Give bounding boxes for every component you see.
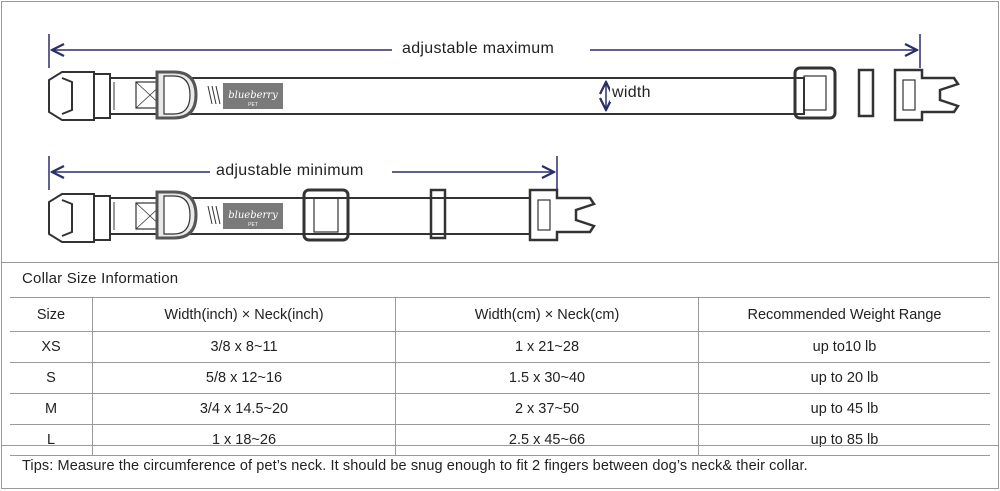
inch-cell: 3/4 x 14.5~20 bbox=[92, 393, 396, 425]
weight-cell: up to 20 lb bbox=[698, 362, 990, 394]
collar-size-title: Collar Size Information bbox=[22, 270, 179, 287]
brand-name-min: blueberry bbox=[228, 210, 278, 221]
table-row: XS 3/8 x 8~11 1 x 21~28 up to10 lb bbox=[10, 331, 990, 363]
weight-cell: up to 85 lb bbox=[698, 424, 990, 456]
max-male-buckle bbox=[893, 68, 960, 122]
brand-tag-min: blueberry PET bbox=[228, 210, 278, 228]
min-female-buckle bbox=[48, 193, 95, 243]
header-width-inch: Width(inch) × Neck(inch) bbox=[92, 297, 396, 332]
brand-sub-min: PET bbox=[248, 222, 258, 228]
collar-maximum bbox=[48, 34, 960, 122]
header-weight-range: Recommended Weight Range bbox=[698, 297, 990, 332]
header-width-cm: Width(cm) × Neck(cm) bbox=[395, 297, 699, 332]
brand-name-max: blueberry bbox=[228, 90, 278, 101]
cm-cell: 2 x 37~50 bbox=[395, 393, 699, 425]
width-label: width bbox=[610, 84, 653, 102]
inch-cell: 3/8 x 8~11 bbox=[92, 331, 396, 363]
inch-cell: 5/8 x 12~16 bbox=[92, 362, 396, 394]
tips-text: Tips: Measure the circumference of pet’s… bbox=[22, 458, 808, 474]
table-row: S 5/8 x 12~16 1.5 x 30~40 up to 20 lb bbox=[10, 362, 990, 394]
weight-cell: up to10 lb bbox=[698, 331, 990, 363]
min-male-buckle bbox=[528, 188, 596, 242]
size-cell: M bbox=[10, 393, 93, 425]
cm-cell: 1 x 21~28 bbox=[395, 331, 699, 363]
adjustable-minimum-label: adjustable minimum bbox=[210, 162, 370, 180]
table-row: M 3/4 x 14.5~20 2 x 37~50 up to 45 lb bbox=[10, 393, 990, 425]
header-size: Size bbox=[10, 297, 93, 332]
collar-minimum bbox=[48, 156, 596, 243]
adjustable-maximum-label: adjustable maximum bbox=[396, 40, 561, 58]
size-cell: S bbox=[10, 362, 93, 394]
brand-tag-max: blueberry PET bbox=[228, 90, 278, 108]
table-header-row: Size Width(inch) × Neck(inch) Width(cm) … bbox=[10, 297, 990, 332]
divider-bottom bbox=[2, 445, 998, 446]
cm-cell: 2.5 x 45~66 bbox=[395, 424, 699, 456]
weight-cell: up to 45 lb bbox=[698, 393, 990, 425]
inch-cell: 1 x 18~26 bbox=[92, 424, 396, 456]
size-cell: L bbox=[10, 424, 93, 456]
cm-cell: 1.5 x 30~40 bbox=[395, 362, 699, 394]
size-cell: XS bbox=[10, 331, 93, 363]
max-female-buckle bbox=[48, 71, 95, 121]
table-row: L 1 x 18~26 2.5 x 45~66 up to 85 lb bbox=[10, 424, 990, 456]
size-table: Size Width(inch) × Neck(inch) Width(cm) … bbox=[10, 297, 990, 456]
brand-sub-max: PET bbox=[248, 102, 258, 108]
collar-diagram: blueberry PET blueberry PET bbox=[48, 34, 960, 243]
divider-top bbox=[2, 262, 998, 263]
